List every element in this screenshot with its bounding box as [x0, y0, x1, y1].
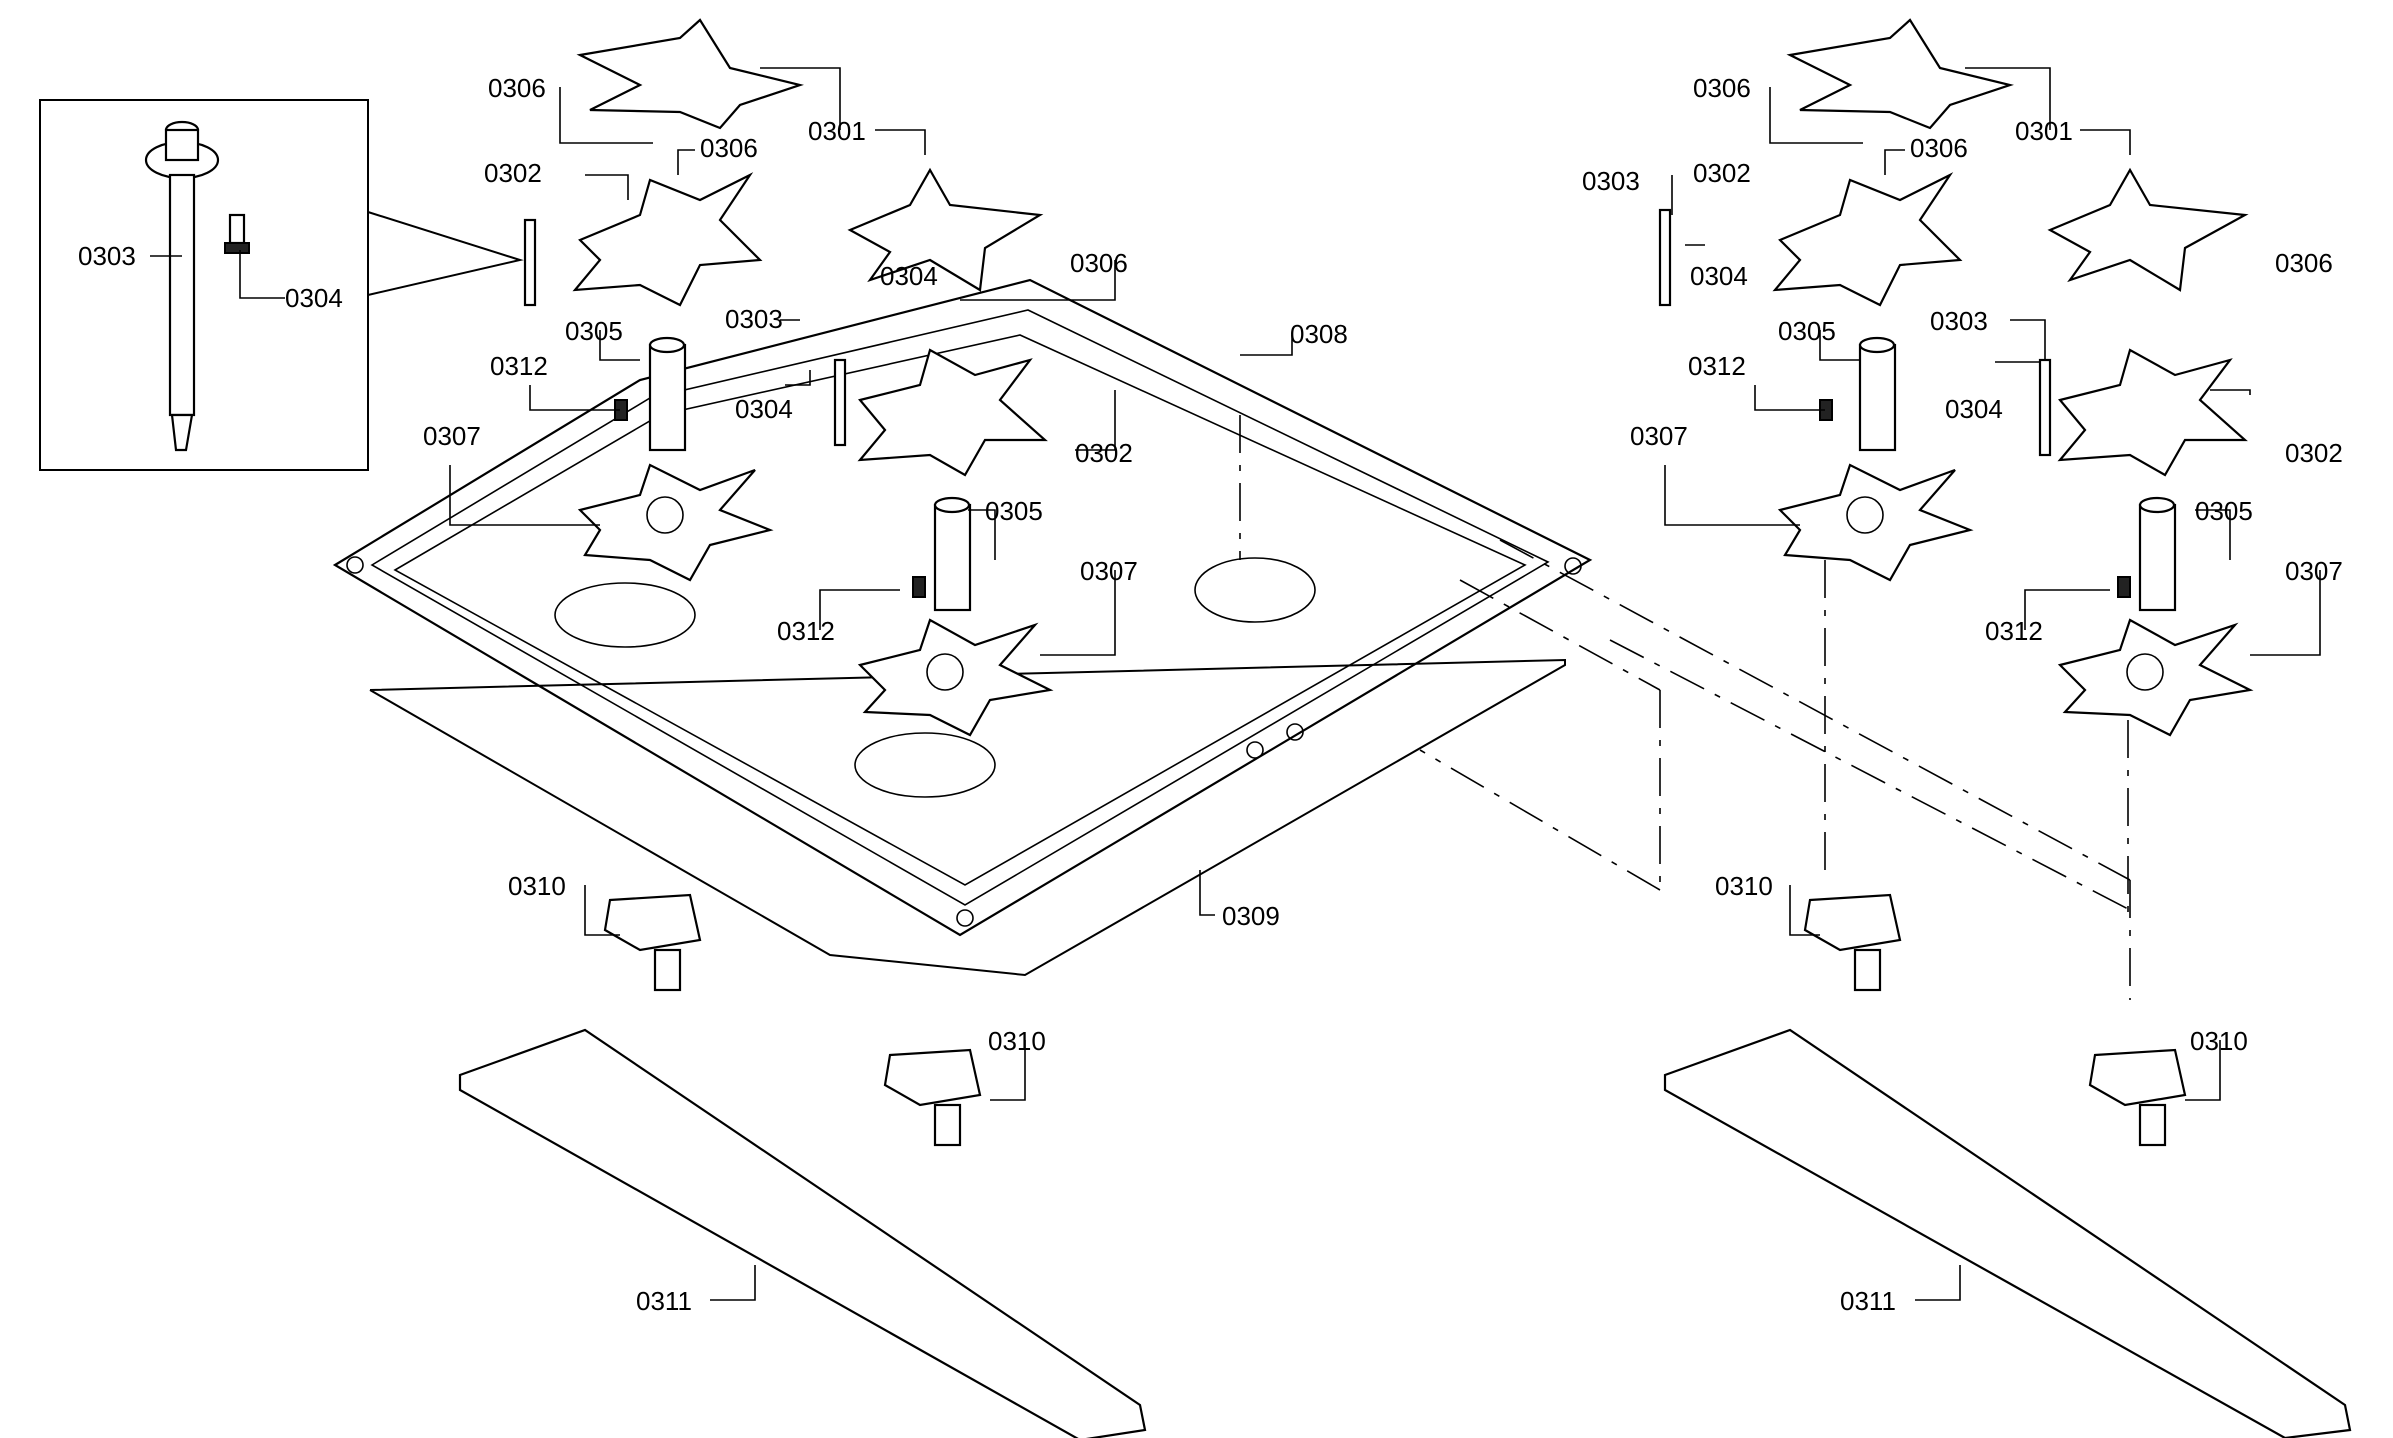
- leader-lines: [150, 67, 2321, 1301]
- callout-0310: 0310: [2190, 1026, 2248, 1056]
- valves-right: [1803, 893, 2187, 1147]
- burner-caps-right: [1786, 18, 2249, 292]
- callout-0307: 0307: [1630, 421, 1688, 451]
- callout-0310: 0310: [988, 1026, 1046, 1056]
- callout-0303: 0303: [1582, 166, 1640, 196]
- callout-0302: 0302: [484, 158, 542, 188]
- callout-labels-right: 0306 0301 0302 0306 0303 0304 0305 0306 …: [1582, 73, 2343, 1316]
- callout-0305: 0305: [985, 496, 1043, 526]
- callout-0306: 0306: [700, 133, 758, 163]
- inset-detail: [39, 99, 524, 471]
- callout-0306: 0306: [1070, 248, 1128, 278]
- callout-0304: 0304: [285, 283, 343, 313]
- callout-0306: 0306: [488, 73, 546, 103]
- callout-0303: 0303: [1930, 306, 1988, 336]
- callout-0312: 0312: [777, 616, 835, 646]
- callout-0310: 0310: [508, 871, 566, 901]
- callout-0303: 0303: [78, 241, 136, 271]
- callout-0307: 0307: [2285, 556, 2343, 586]
- valves-left: [603, 893, 982, 1147]
- callout-0301: 0301: [808, 116, 866, 146]
- callout-0304: 0304: [735, 394, 793, 424]
- base-plate: [369, 658, 1566, 977]
- panel-left: [458, 1028, 1147, 1438]
- tubes-igniters-left: [523, 218, 972, 612]
- callout-0302: 0302: [1693, 158, 1751, 188]
- callout-0307: 0307: [1080, 556, 1138, 586]
- assembly-dash-lines: [1239, 415, 2131, 1000]
- callout-0312: 0312: [1985, 616, 2043, 646]
- callout-0311: 0311: [1840, 1286, 1896, 1316]
- callout-0312: 0312: [490, 351, 548, 381]
- callout-0302: 0302: [2285, 438, 2343, 468]
- callout-0306: 0306: [2275, 248, 2333, 278]
- burner-bodies-right: [1772, 172, 2254, 737]
- callout-0304: 0304: [880, 261, 938, 291]
- callout-labels-left: 0306 0301 0302 0306 0303 0304 0306 0305 …: [423, 73, 1348, 1316]
- callout-0301: 0301: [2015, 116, 2073, 146]
- callout-0311: 0311: [636, 1286, 692, 1316]
- callout-0305: 0305: [565, 316, 623, 346]
- callout-0305: 0305: [1778, 316, 1836, 346]
- callout-labels-inset: 0303 0304: [78, 241, 343, 313]
- callout-0309: 0309: [1222, 901, 1280, 931]
- burner-bodies-left: [572, 172, 1054, 737]
- callout-0306: 0306: [1910, 133, 1968, 163]
- callout-0303: 0303: [725, 304, 783, 334]
- callout-0310: 0310: [1715, 871, 1773, 901]
- callout-0312: 0312: [1688, 351, 1746, 381]
- tubes-igniters-right: [1658, 208, 2177, 612]
- callout-0305: 0305: [2195, 496, 2253, 526]
- callout-0306: 0306: [1693, 73, 1751, 103]
- callout-0308: 0308: [1290, 319, 1348, 349]
- callout-0307: 0307: [423, 421, 481, 451]
- callout-0304: 0304: [1945, 394, 2003, 424]
- callout-0302: 0302: [1075, 438, 1133, 468]
- panel-right: [1663, 1028, 2352, 1438]
- burner-caps-left: [576, 18, 1044, 292]
- callout-0304: 0304: [1690, 261, 1748, 291]
